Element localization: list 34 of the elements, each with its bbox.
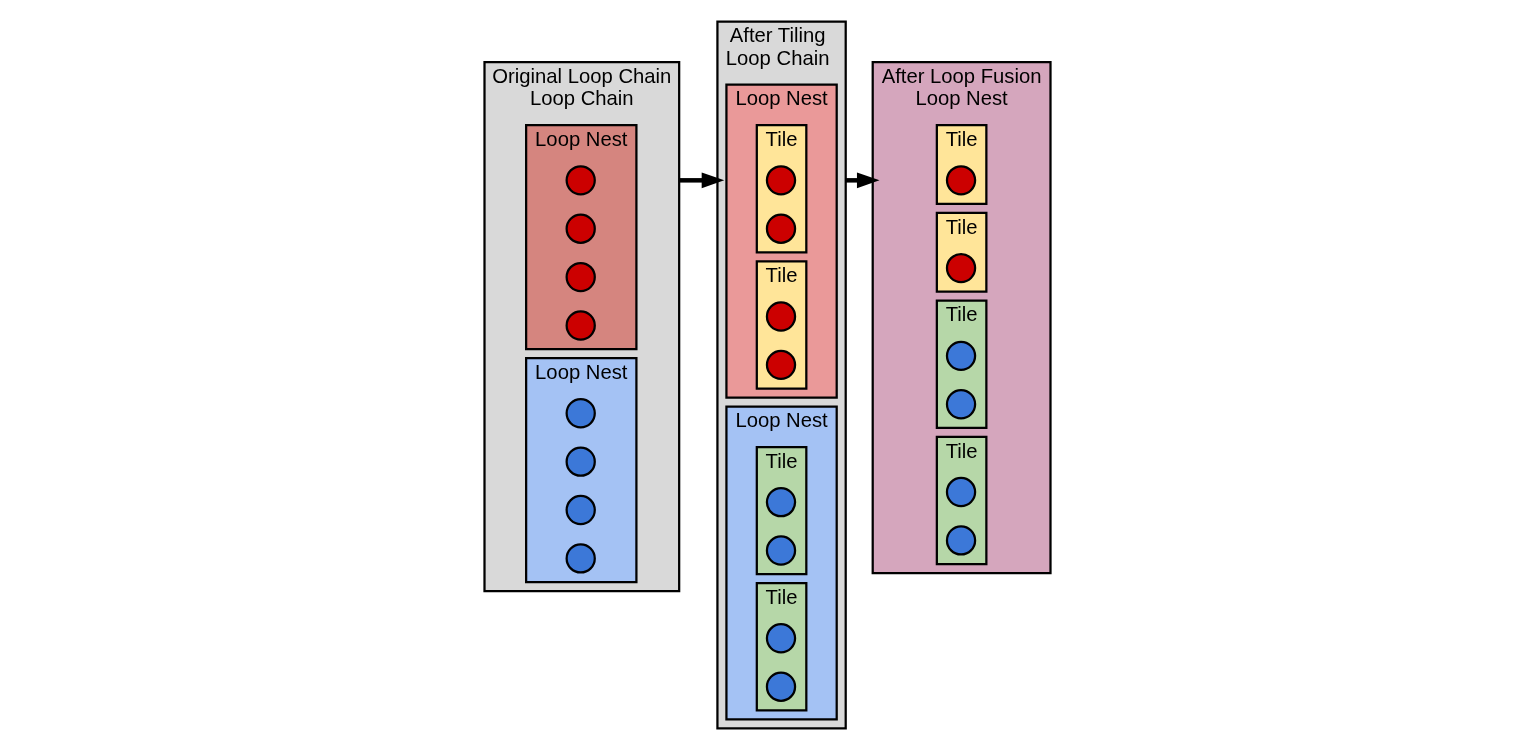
node-circle — [945, 165, 976, 196]
node-circle — [565, 310, 596, 341]
arrow — [678, 172, 724, 189]
node-circle — [945, 476, 976, 508]
node-circle — [565, 398, 596, 429]
node-circle — [765, 349, 796, 381]
node-circle — [765, 671, 796, 702]
node-circle — [765, 623, 796, 654]
node-circle — [945, 252, 976, 284]
cluster: Tile — [935, 211, 987, 293]
node-circle — [565, 213, 596, 244]
node-circle — [765, 213, 796, 244]
cluster: Tile — [935, 299, 987, 429]
cluster: Tile — [935, 124, 987, 206]
cluster: Loop Nest — [524, 124, 638, 351]
node-circle — [765, 165, 796, 196]
node-circle — [565, 165, 596, 196]
node-circle — [565, 446, 596, 477]
node-circle — [565, 494, 596, 526]
node-circle — [945, 340, 976, 372]
node-circle — [765, 486, 796, 518]
node-circle — [765, 301, 796, 332]
node-circle — [945, 525, 976, 556]
cluster: Tile — [755, 445, 807, 576]
cluster: Tile — [935, 435, 987, 566]
node-circle — [565, 261, 596, 293]
node-circle — [765, 535, 796, 566]
arrow — [845, 172, 880, 189]
cluster: Tile — [755, 582, 807, 712]
node-circle — [565, 543, 596, 574]
node-circle — [945, 389, 976, 420]
cluster: Loop Nest — [524, 357, 638, 584]
cluster: Tile — [755, 124, 807, 254]
cluster: Tile — [755, 260, 807, 390]
